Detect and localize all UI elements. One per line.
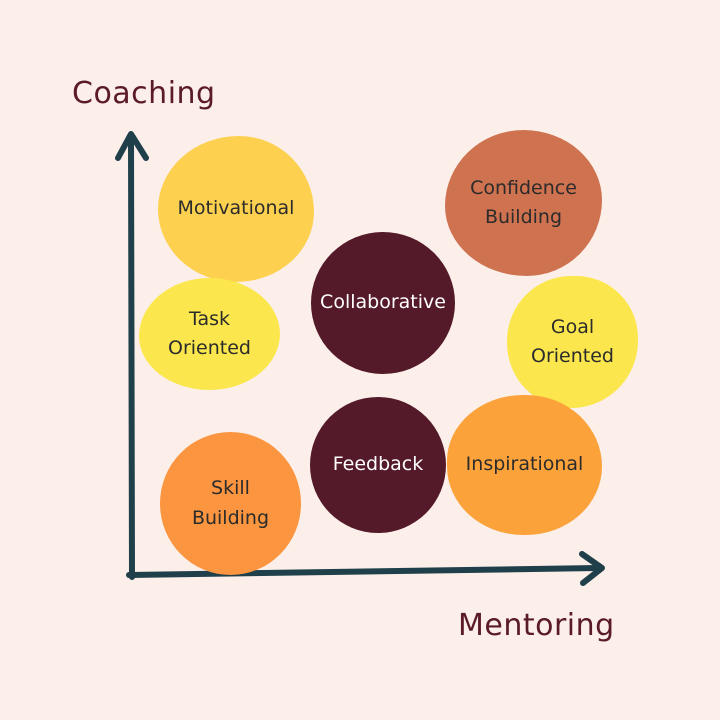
bubble-label: Task (188, 307, 230, 330)
y-axis-line (128, 137, 135, 580)
bubble-collaborative: Collaborative (311, 232, 455, 374)
bubble-skill-building: Skill Building (160, 432, 301, 575)
x-axis-arrowhead (579, 551, 605, 586)
bubble-confidence-building: Confidence Building (445, 130, 602, 276)
y-axis-arrowhead (115, 131, 149, 161)
bubble-inspirational: Inspirational (447, 395, 602, 535)
bubble-label: Inspirational (465, 453, 584, 476)
bubble-label: Building (191, 506, 270, 529)
bubble-label: Goal (550, 315, 595, 338)
bubble-label: Feedback (332, 453, 424, 476)
x-axis-label: Mentoring (458, 608, 615, 643)
x-axis-line (126, 565, 601, 578)
bubble-goal-oriented: Goal Oriented (507, 276, 638, 408)
bubble-label: Oriented (168, 337, 251, 359)
bubble-label: Motivational (177, 197, 295, 220)
y-axis-label: Coaching (72, 76, 216, 111)
bubble-label: Building (484, 206, 563, 228)
bubble-label: Collaborative (320, 291, 446, 314)
bubble-label: Confidence (470, 176, 577, 199)
bubble-motivational: Motivational (158, 136, 314, 282)
bubble-task-oriented: Task Oriented (139, 278, 280, 390)
bubble-label: Skill (211, 477, 250, 500)
bubble-label: Oriented (531, 345, 614, 367)
bubble-feedback: Feedback (310, 397, 446, 533)
